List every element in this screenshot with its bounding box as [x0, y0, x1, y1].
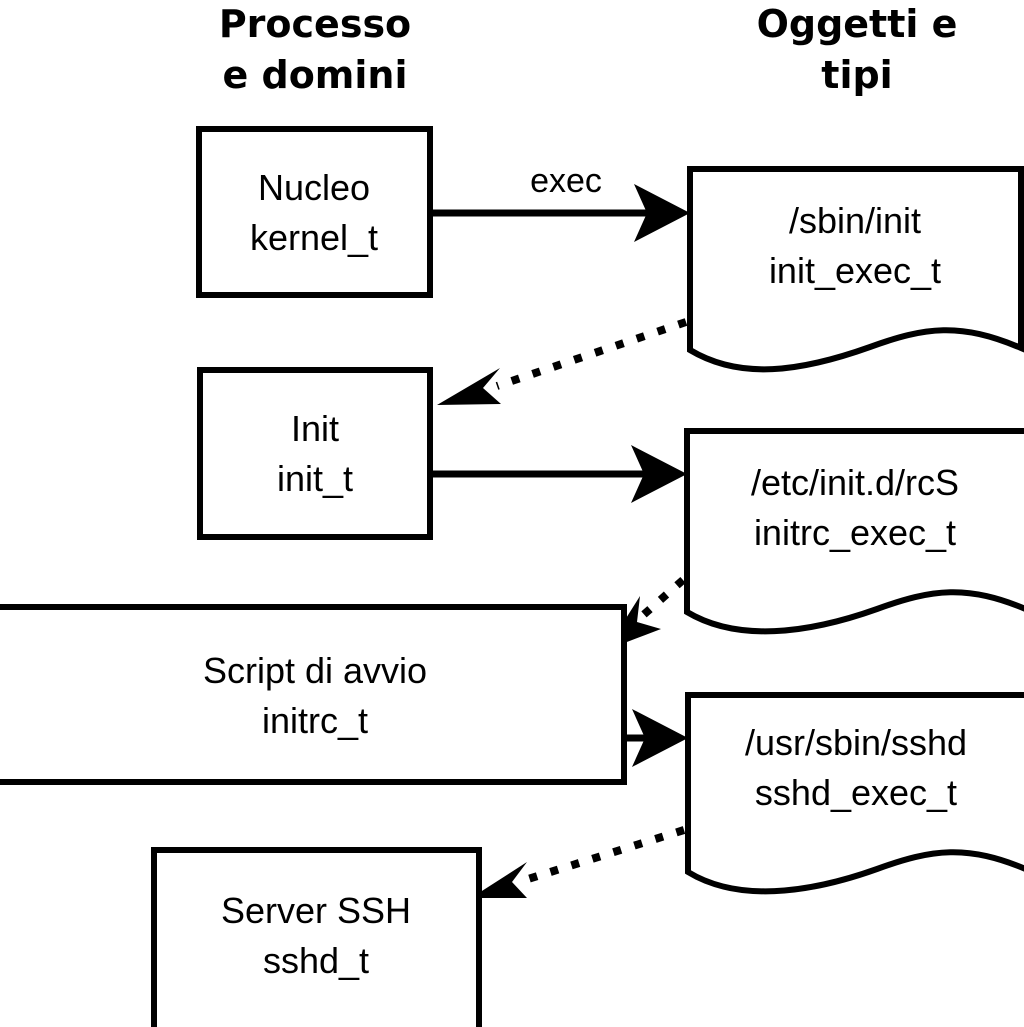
- node-initrc-exec[interactable]: /etc/init.d/rcS initrc_exec_t: [684, 428, 1024, 635]
- node-initrc-exec-document[interactable]: [684, 428, 1024, 635]
- node-init[interactable]: Init init_t: [197, 367, 433, 540]
- node-kernel[interactable]: Nucleo kernel_t: [196, 126, 433, 298]
- node-sshd-exec-line1: /usr/sbin/sshd: [745, 722, 967, 763]
- node-initrc-exec-line2: initrc_exec_t: [754, 512, 956, 553]
- node-initrc-box[interactable]: [0, 604, 627, 785]
- node-initrc-line1: Script di avvio: [203, 650, 427, 691]
- edge-sshd-exec-to-sshd: [471, 826, 686, 898]
- node-sshd[interactable]: Server SSH sshd_t: [151, 847, 482, 1027]
- node-kernel-line1: Nucleo: [258, 167, 370, 208]
- arrowhead-init-exec-init: [437, 368, 501, 405]
- header-left-line1: Processo: [219, 2, 411, 46]
- node-initrc-line2: initrc_t: [262, 700, 368, 741]
- edge-initrc-to-sshd-exec: [627, 709, 688, 767]
- column-header-processes: Processo e domini: [219, 2, 411, 97]
- node-init-box[interactable]: [197, 367, 433, 540]
- header-left-line2: e domini: [222, 53, 407, 97]
- edge-init-exec-to-init: [437, 318, 688, 405]
- header-right-line2: tipi: [821, 53, 892, 97]
- node-sshd-exec-line2: sshd_exec_t: [755, 772, 957, 813]
- node-sshd-line1: Server SSH: [221, 890, 411, 931]
- node-sshd-exec[interactable]: /usr/sbin/sshd sshd_exec_t: [685, 692, 1024, 895]
- edge-kernel-to-init-exec: exec: [433, 162, 690, 242]
- node-kernel-box[interactable]: [196, 126, 433, 298]
- node-init-line1: Init: [291, 408, 339, 449]
- edge-label-exec: exec: [530, 162, 602, 200]
- node-initrc-exec-line1: /etc/init.d/rcS: [751, 462, 959, 503]
- arrowhead-initrc-sshd-exec: [632, 709, 688, 767]
- node-sshd-line2: sshd_t: [263, 940, 369, 981]
- node-init-exec-document[interactable]: [687, 166, 1024, 373]
- node-sshd-exec-document[interactable]: [685, 692, 1024, 895]
- header-right-line1: Oggetti e: [757, 2, 958, 46]
- edge-line-initrc-exec-initrc: [638, 576, 686, 621]
- node-initrc[interactable]: Script di avvio initrc_t: [0, 604, 627, 785]
- arrowhead-init-initrc-exec: [631, 445, 687, 503]
- edge-line-init-exec-init: [495, 318, 688, 390]
- edge-line-sshd-exec-sshd: [523, 826, 686, 884]
- edge-init-to-initrc-exec: [433, 445, 687, 503]
- node-init-exec[interactable]: /sbin/init init_exec_t: [687, 166, 1024, 373]
- node-kernel-line2: kernel_t: [250, 217, 378, 258]
- arrowhead-sshd-exec-sshd: [471, 862, 527, 898]
- node-init-line2: init_t: [277, 458, 353, 499]
- node-init-exec-line2: init_exec_t: [769, 250, 941, 291]
- arrowhead-kernel-exec: [634, 184, 690, 242]
- column-header-objects: Oggetti e tipi: [757, 2, 958, 97]
- node-init-exec-line1: /sbin/init: [789, 200, 921, 241]
- node-sshd-box[interactable]: [151, 847, 482, 1027]
